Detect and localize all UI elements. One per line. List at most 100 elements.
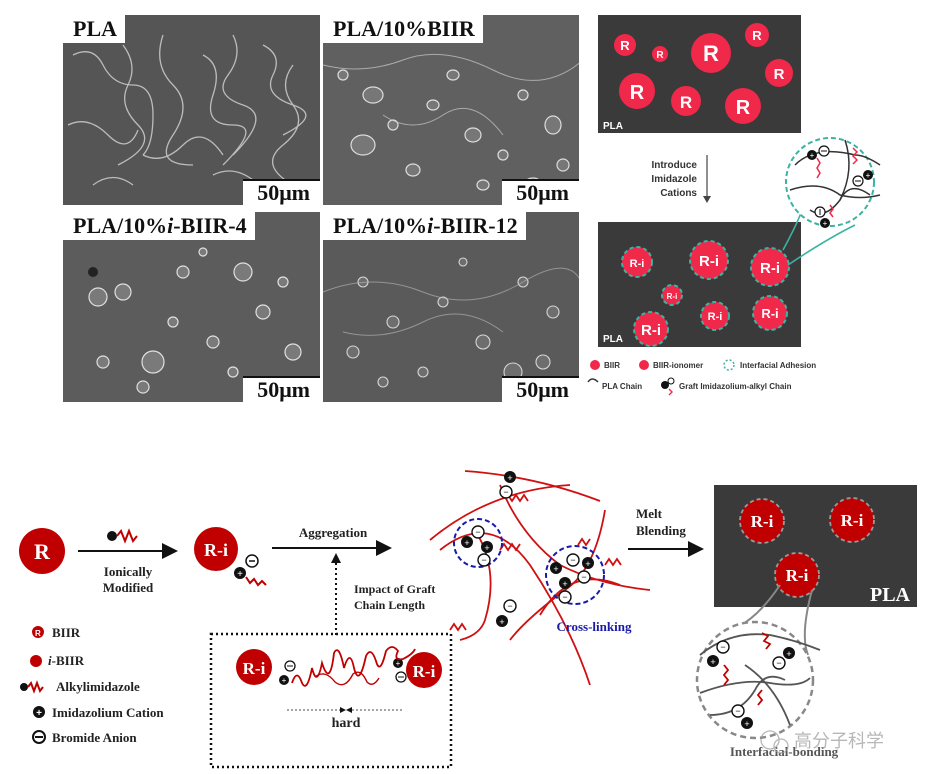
ionomer-label: R-i	[699, 253, 719, 270]
pla-chain-icon	[587, 378, 599, 383]
svg-text:+: +	[823, 219, 828, 228]
svg-text:+: +	[744, 719, 749, 729]
mechanism-diagram: R Ionically Modified R-i + Aggregation I…	[19, 470, 917, 769]
legend-label: BIIR-ionomer	[653, 361, 703, 370]
svg-text:−: −	[503, 487, 508, 497]
svg-text:+: +	[237, 569, 243, 580]
cation-icon: +	[393, 658, 403, 668]
biir-particle	[614, 34, 636, 56]
sem-texture	[323, 15, 579, 205]
biir-particle-label: R	[620, 38, 630, 53]
biir-particle	[19, 528, 65, 574]
sem-label: PLA	[63, 15, 125, 43]
sem-label: PLA/10%i-BIIR-12	[323, 212, 526, 240]
svg-text:+: +	[866, 171, 871, 180]
ionomer-label: R-i	[760, 260, 780, 277]
biir-particle	[765, 59, 793, 87]
ionomer-label: R-i	[630, 258, 645, 270]
coiled-chain	[291, 646, 416, 687]
svg-text:−: −	[581, 572, 586, 582]
top-schematic: R R R R R R R R PLA Introduce Imidazole …	[587, 15, 881, 396]
svg-text:−: −	[570, 555, 575, 565]
hard-label: hard	[332, 716, 361, 731]
ionomer-label: R-i	[667, 292, 678, 301]
interface-zoom-bubble	[695, 620, 815, 740]
label-italic: i	[167, 213, 174, 238]
svg-text:+: +	[562, 579, 567, 589]
svg-text:−: −	[776, 658, 781, 668]
scale-bar: 50μm	[502, 376, 579, 402]
biir-particle	[725, 88, 761, 124]
biir-particle	[652, 46, 668, 62]
cation-icon: +	[234, 567, 246, 580]
svg-text:+: +	[499, 617, 504, 627]
label-italic: i	[427, 213, 434, 238]
biir-particle-label: R	[752, 28, 762, 43]
svg-text:−: −	[475, 527, 480, 537]
label-prefix: PLA/10%	[73, 213, 168, 238]
ionomer-label: R-i	[786, 566, 809, 585]
legend-label: Bromide Anion	[52, 730, 137, 745]
svg-text:+: +	[553, 564, 558, 574]
sem-label: PLA/10%BIIR	[323, 15, 483, 43]
biir-ionomer-icon	[639, 360, 649, 370]
inset-particle-label: R-i	[413, 662, 436, 681]
sem-panel-pla-biir: PLA/10%BIIR 50μm	[323, 15, 579, 205]
modified-particle-label: R-i	[204, 540, 228, 560]
cation-icon: +	[33, 706, 45, 719]
crosslink-cluster	[545, 545, 605, 605]
svg-text:高分子科学: 高分子科学	[794, 731, 884, 752]
scale-bar: 50μm	[243, 376, 320, 402]
legend-label: Graft Imidazolium-alkyl Chain	[679, 382, 792, 391]
chain-length-inset	[209, 632, 453, 769]
svg-text:+: +	[464, 538, 469, 548]
svg-text:+: +	[484, 543, 489, 553]
matrix-label-after: PLA	[603, 334, 623, 345]
legend-label: Alkylimidazole	[56, 679, 140, 694]
label-prefix: PLA/10%	[333, 213, 428, 238]
step3-label: Blending	[636, 523, 686, 538]
biir-particle	[691, 33, 731, 73]
cation-icon: +	[820, 218, 830, 228]
crosslink-cluster	[453, 518, 503, 568]
alkylimidazole-icon	[107, 531, 117, 541]
ionomer-label: R-i	[841, 511, 864, 530]
ionomer-label: R-i	[641, 322, 661, 339]
sem-panel-pla-ibiir-12: PLA/10%i-BIIR-12 50μm	[323, 212, 579, 402]
cation-icon: +	[807, 150, 817, 160]
interfacial-adhesion-icon	[723, 359, 735, 371]
svg-text:+: +	[585, 559, 590, 569]
biir-particle	[619, 73, 655, 109]
biir-particle-label: R	[656, 50, 664, 61]
sem-panel-pla: PLA 50μm	[63, 15, 320, 205]
sem-texture	[323, 212, 579, 402]
svg-text:+: +	[507, 473, 512, 483]
svg-text:−: −	[481, 555, 486, 565]
cation-icon: +	[863, 170, 873, 180]
svg-text:−: −	[735, 706, 740, 716]
biir-particle-label: R	[630, 82, 645, 104]
legend-label: BIIR	[52, 625, 81, 640]
svg-text:+: +	[710, 657, 715, 667]
scale-bar: 50μm	[502, 179, 579, 205]
legend-label: BIIR	[604, 361, 620, 370]
start-particle-label: R	[34, 539, 51, 564]
ionomer-label: R-i	[708, 311, 723, 323]
i-biir-icon	[30, 655, 42, 667]
svg-text:+: +	[396, 659, 401, 668]
step-label: Cations	[660, 188, 697, 199]
biir-particle	[745, 23, 769, 47]
svg-text:+: +	[810, 151, 815, 160]
svg-text:−: −	[507, 601, 512, 611]
sem-panel-pla-ibiir-4: PLA/10%i-BIIR-4 50μm	[63, 212, 320, 402]
step2-label: Aggregation	[299, 525, 368, 540]
biir-icon	[32, 626, 44, 638]
step1-label: Modified	[103, 580, 154, 595]
crosslink-network	[429, 470, 651, 686]
biir-particle-label: R	[736, 97, 751, 119]
matrix-label: PLA	[870, 584, 911, 606]
biir-particles	[614, 23, 793, 124]
step1-label: Ionically	[104, 564, 153, 579]
crosslink-label: Cross-linking	[557, 619, 632, 634]
step-label: Introduce	[651, 160, 697, 171]
